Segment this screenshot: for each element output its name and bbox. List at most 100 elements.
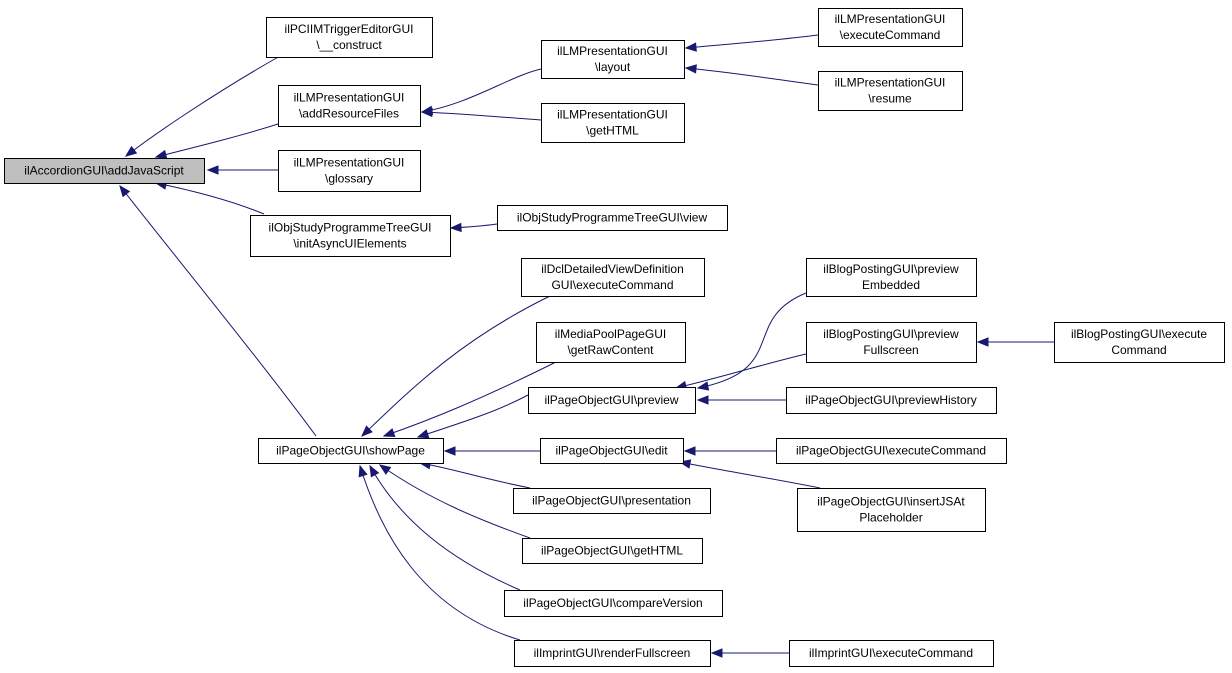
node-box[interactable] bbox=[541, 40, 685, 79]
root-node-box[interactable] bbox=[4, 158, 205, 184]
edge-line bbox=[417, 394, 529, 438]
graph-node-n15[interactable]: ilPageObjectGUI\presentation bbox=[513, 488, 711, 514]
arrowhead bbox=[154, 149, 168, 160]
graph-node-n10[interactable]: ilObjStudyProgrammeTreeGUI\view bbox=[497, 205, 728, 231]
arrowhead bbox=[710, 648, 723, 658]
node-label: ilImprintGUI\renderFullscreen bbox=[534, 646, 691, 660]
edge-line bbox=[383, 359, 561, 437]
node-label: ilBlogPostingGUI\preview bbox=[823, 262, 959, 276]
node-label: ilPCIIMTriggerEditorGUI bbox=[285, 22, 414, 36]
node-label: ilPageObjectGUI\insertJSAt bbox=[817, 495, 965, 509]
edge-n1-to-n0 bbox=[124, 55, 281, 157]
edge-line bbox=[421, 68, 542, 113]
node-box[interactable] bbox=[504, 590, 723, 617]
graph-node-n6[interactable]: ilLMPresentationGUI\layout bbox=[541, 40, 685, 79]
node-box[interactable] bbox=[797, 488, 986, 532]
graph-node-n5[interactable]: ilPageObjectGUI\showPage bbox=[258, 438, 444, 464]
graph-node-n4[interactable]: ilObjStudyProgrammeTreeGUI\initAsyncUIEl… bbox=[250, 215, 451, 257]
node-label: ilLMPresentationGUI bbox=[835, 76, 946, 90]
edge-n18-to-n5 bbox=[358, 464, 521, 641]
node-label: ilLMPresentationGUI bbox=[294, 156, 405, 170]
graph-node-n22[interactable]: ilBlogPostingGUI\executeCommand bbox=[1054, 322, 1225, 363]
node-label: ilMediaPoolPageGUI bbox=[555, 327, 666, 341]
arrowhead bbox=[443, 446, 456, 456]
node-box[interactable] bbox=[776, 438, 1007, 464]
edge-n14-to-n5 bbox=[443, 446, 541, 456]
node-box[interactable] bbox=[541, 103, 685, 143]
arrowhead bbox=[696, 381, 710, 391]
node-box[interactable] bbox=[1054, 322, 1225, 363]
node-box[interactable] bbox=[513, 488, 711, 514]
arrowhead bbox=[420, 107, 433, 118]
arrowhead bbox=[119, 184, 131, 198]
arrowhead bbox=[124, 145, 138, 157]
node-box[interactable] bbox=[250, 215, 451, 257]
node-box[interactable] bbox=[278, 150, 421, 192]
edge-line bbox=[697, 292, 807, 389]
graph-node-n3[interactable]: ilLMPresentationGUI \glossary bbox=[278, 150, 421, 192]
node-label: \resume bbox=[868, 92, 912, 106]
edge-line bbox=[359, 465, 521, 641]
graph-node-n23[interactable]: ilPageObjectGUI\executeCommand bbox=[776, 438, 1007, 464]
edge-n17-to-n5 bbox=[369, 464, 521, 591]
graph-node-n2[interactable]: ilLMPresentationGUI\addResourceFiles bbox=[278, 85, 421, 127]
node-box[interactable] bbox=[278, 85, 421, 127]
graph-node-n16[interactable]: ilPageObjectGUI\getHTML bbox=[522, 538, 703, 564]
edge-n5-to-n0 bbox=[119, 184, 317, 437]
arrowhead bbox=[684, 64, 697, 74]
arrowhead bbox=[416, 429, 430, 439]
node-label: ilImprintGUI\executeCommand bbox=[809, 646, 973, 660]
node-box[interactable] bbox=[786, 387, 997, 414]
graph-node-n0[interactable]: ilAccordionGUI\addJavaScript bbox=[4, 158, 205, 184]
graph-node-n18[interactable]: ilImprintGUI\renderFullscreen bbox=[514, 640, 711, 667]
edge-n12-to-n5 bbox=[382, 359, 561, 438]
node-label: \__construct bbox=[316, 38, 382, 52]
graph-node-n25[interactable]: ilImprintGUI\executeCommand bbox=[789, 640, 994, 667]
graph-node-n8[interactable]: ilLMPresentationGUI\executeCommand bbox=[818, 8, 963, 47]
graph-node-n1[interactable]: ilPCIIMTriggerEditorGUI \__construct bbox=[266, 17, 433, 58]
node-box[interactable] bbox=[540, 438, 684, 464]
node-box[interactable] bbox=[789, 640, 994, 667]
node-label: ilDclDetailedViewDefinition bbox=[541, 262, 684, 276]
node-box[interactable] bbox=[514, 640, 711, 667]
node-box[interactable] bbox=[522, 538, 703, 564]
edge-n22-to-n20 bbox=[976, 337, 1055, 347]
node-label: \addResourceFiles bbox=[299, 107, 399, 121]
node-box[interactable] bbox=[818, 8, 963, 47]
edge-n19-to-n13 bbox=[696, 292, 807, 391]
graph-node-n21[interactable]: ilPageObjectGUI\previewHistory bbox=[786, 387, 997, 414]
node-box[interactable] bbox=[258, 438, 444, 464]
edge-n7-to-n2 bbox=[420, 107, 542, 121]
arrowhead bbox=[361, 425, 373, 437]
node-box[interactable] bbox=[266, 17, 433, 58]
graph-node-n14[interactable]: ilPageObjectGUI\edit bbox=[540, 438, 684, 464]
edge-n21-to-n13 bbox=[696, 395, 786, 405]
edge-n8-to-n6 bbox=[684, 34, 819, 52]
node-box[interactable] bbox=[521, 258, 705, 297]
arrowhead bbox=[696, 395, 709, 405]
graph-node-n12[interactable]: ilMediaPoolPageGUI\getRawContent bbox=[536, 322, 686, 363]
edge-n4-to-n0 bbox=[154, 180, 265, 215]
node-box[interactable] bbox=[536, 322, 686, 363]
node-box[interactable] bbox=[818, 71, 963, 111]
graph-node-n17[interactable]: ilPageObjectGUI\compareVersion bbox=[504, 590, 723, 617]
node-label: ilObjStudyProgrammeTreeGUI\view bbox=[517, 211, 708, 225]
graph-node-n9[interactable]: ilLMPresentationGUI \resume bbox=[818, 71, 963, 111]
edge-n24-to-n14 bbox=[678, 459, 821, 489]
edge-line bbox=[685, 34, 819, 49]
node-label: ilPageObjectGUI\compareVersion bbox=[523, 596, 702, 610]
graph-node-n11[interactable]: ilDclDetailedViewDefinitionGUI\executeCo… bbox=[521, 258, 705, 297]
node-label: \glossary bbox=[325, 172, 373, 186]
node-box[interactable] bbox=[497, 205, 728, 231]
arrowhead bbox=[206, 165, 219, 175]
node-box[interactable] bbox=[528, 387, 696, 414]
node-label: \layout bbox=[595, 60, 631, 74]
graph-node-n7[interactable]: ilLMPresentationGUI\getHTML bbox=[541, 103, 685, 143]
edge-n10-to-n4 bbox=[449, 222, 498, 233]
node-box[interactable] bbox=[806, 258, 977, 297]
graph-node-n13[interactable]: ilPageObjectGUI\preview bbox=[528, 387, 696, 414]
node-box[interactable] bbox=[806, 322, 977, 363]
